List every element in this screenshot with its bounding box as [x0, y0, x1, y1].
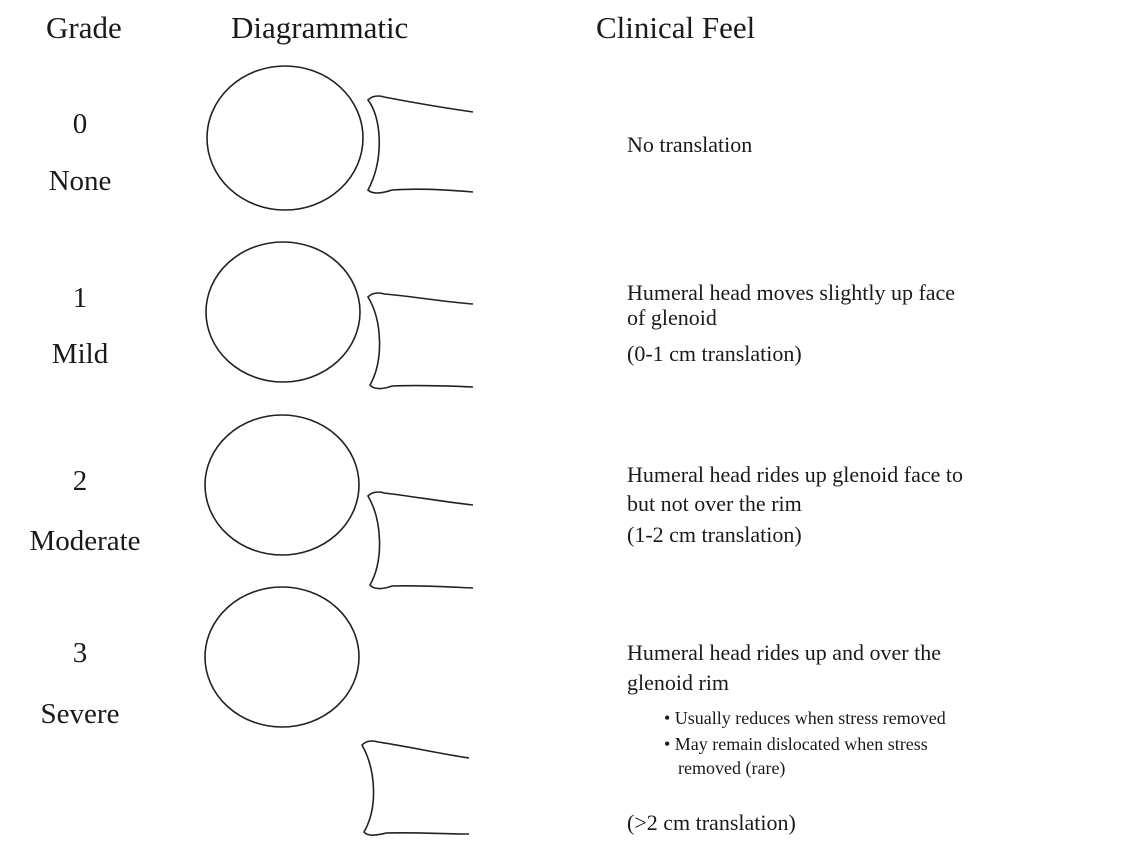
grade-2-feel-line-2: but not over the rim: [627, 491, 802, 516]
grade-3-bullet-1: • Usually reduces when stress removed: [664, 707, 946, 729]
grade-1-humeral-head: [206, 242, 360, 382]
grade-3-glenoid: [362, 741, 469, 835]
grade-3-feel-line-2: glenoid rim: [627, 670, 729, 695]
grade-0-glenoid: [368, 96, 473, 193]
grade-1-glenoid: [368, 293, 473, 389]
grade-3-feel-line-1: Humeral head rides up and over the: [627, 640, 941, 665]
grade-0-feel-line-1: No translation: [627, 132, 752, 157]
grade-1-feel-line-1: Humeral head moves slightly up face: [627, 280, 955, 305]
grade-3-translation: (>2 cm translation): [627, 810, 796, 836]
grade-0-humeral-head: [207, 66, 363, 210]
grade-1-feel-line-2: of glenoid: [627, 305, 717, 330]
grade-2-diagram: [205, 415, 473, 589]
grade-2-feel-line-3: (1-2 cm translation): [627, 522, 802, 547]
grade-3-bullet-2-continued: removed (rare): [678, 757, 785, 779]
grade-3-diagram: [205, 587, 469, 835]
grade-1-diagram: [206, 242, 473, 389]
grade-2-humeral-head: [205, 415, 359, 555]
grade-3-bullet-2: • May remain dislocated when stress: [664, 733, 928, 755]
grade-1-feel-line-3: (0-1 cm translation): [627, 341, 802, 366]
grade-0-diagram: [207, 66, 473, 210]
grade-3-humeral-head: [205, 587, 359, 727]
grade-2-glenoid: [368, 492, 473, 589]
grade-2-feel-line-1: Humeral head rides up glenoid face to: [627, 462, 963, 487]
